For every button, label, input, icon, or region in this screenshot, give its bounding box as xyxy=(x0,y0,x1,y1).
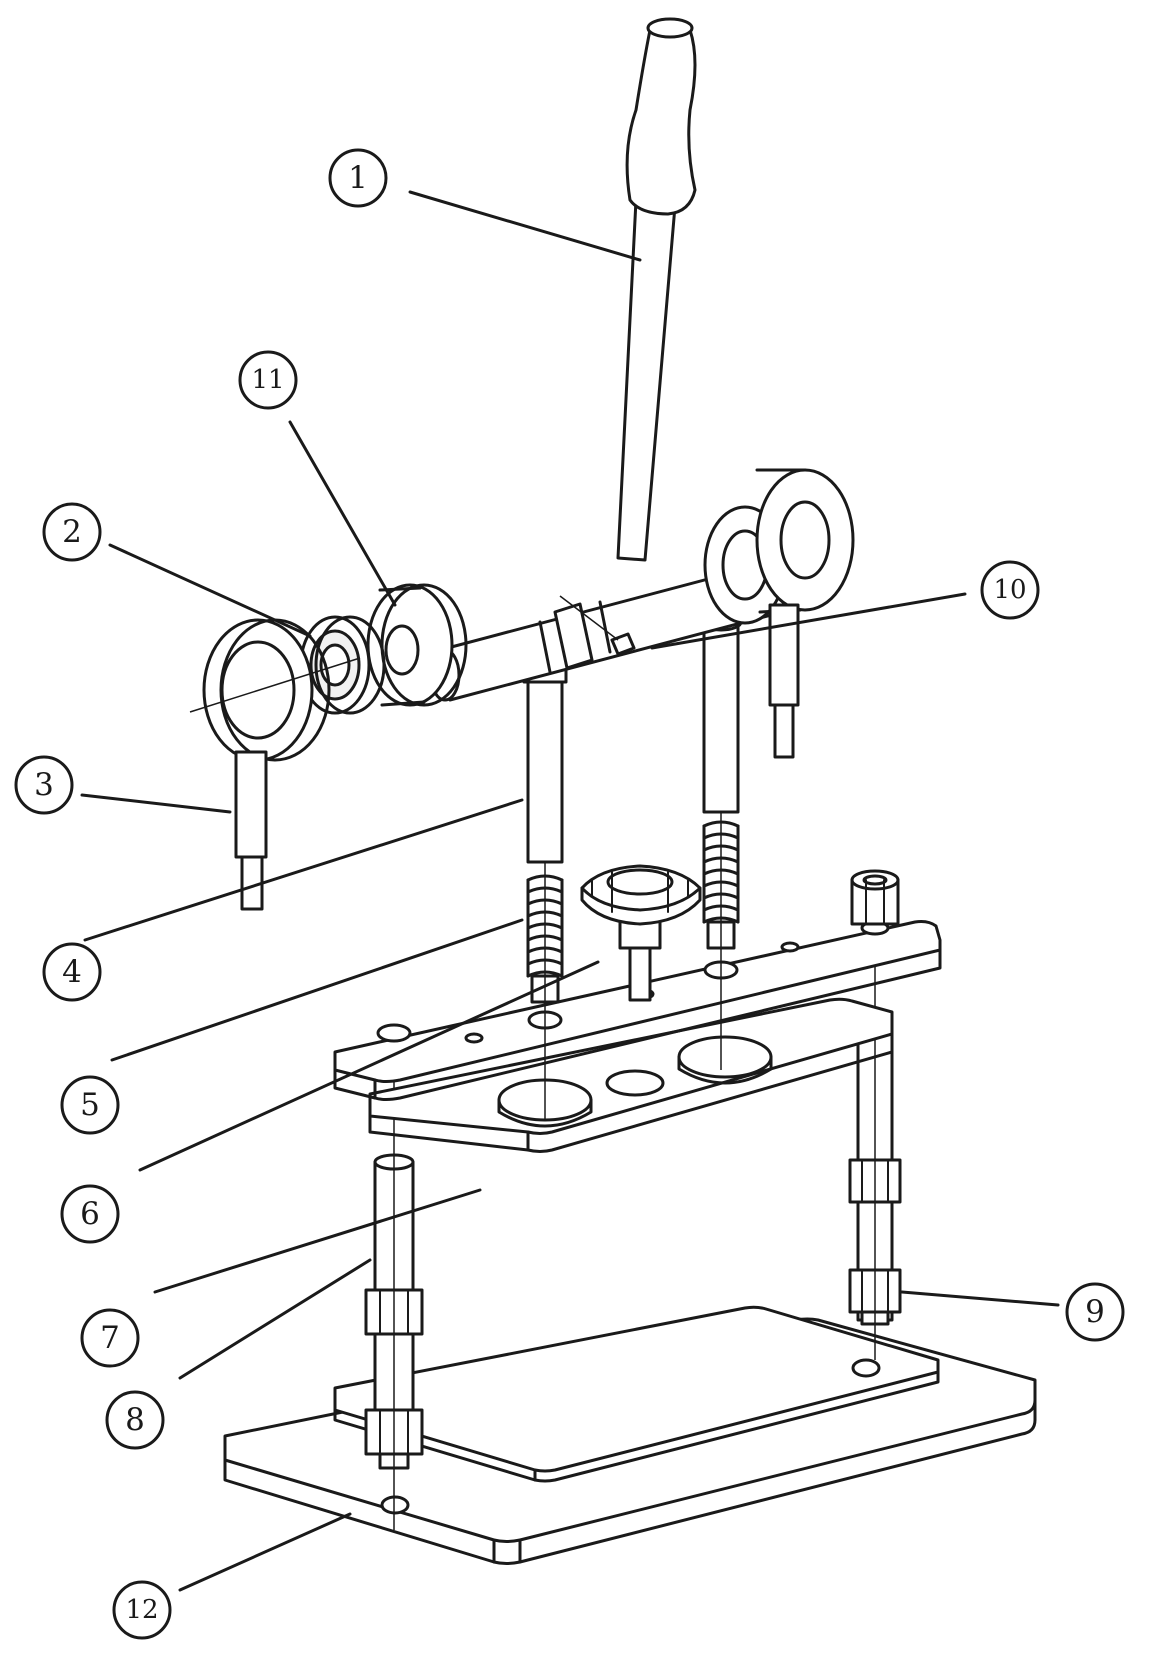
leader-9 xyxy=(900,1290,1060,1307)
leader-7 xyxy=(153,1188,482,1294)
base-plate xyxy=(223,1305,1037,1565)
callout-7: 7 xyxy=(80,1308,140,1368)
svg-text:5: 5 xyxy=(80,1087,100,1123)
leader-3 xyxy=(80,793,232,814)
svg-text:12: 12 xyxy=(125,1595,158,1625)
left-bearing-block xyxy=(189,618,361,762)
svg-text:1: 1 xyxy=(348,160,368,196)
ball-bearing xyxy=(299,615,386,715)
leader-6 xyxy=(138,960,600,1172)
right-guide-column xyxy=(848,930,902,1360)
handle-lever xyxy=(616,17,697,562)
leader-12 xyxy=(178,1512,352,1592)
svg-text:4: 4 xyxy=(62,954,82,990)
callout-10: 10 xyxy=(980,560,1040,620)
callout-4: 4 xyxy=(42,942,102,1002)
leader-1 xyxy=(408,190,642,262)
callout-1: 1 xyxy=(328,148,388,208)
leader-11 xyxy=(288,420,397,607)
svg-text:8: 8 xyxy=(125,1402,145,1438)
callout-5: 5 xyxy=(60,1075,120,1135)
callout-6: 6 xyxy=(60,1184,120,1244)
center-knob xyxy=(580,864,702,1002)
svg-text:6: 6 xyxy=(80,1196,100,1232)
leader-4 xyxy=(83,798,524,942)
leader-2 xyxy=(108,543,312,638)
right-punch-pin xyxy=(699,612,743,814)
leader-10 xyxy=(650,592,967,650)
callout-11: 11 xyxy=(238,350,298,410)
callout-12: 12 xyxy=(112,1580,172,1640)
right-bearing-assembly xyxy=(703,468,855,759)
leader-5 xyxy=(110,918,524,1062)
svg-text:11: 11 xyxy=(251,365,284,395)
callout-8: 8 xyxy=(105,1390,165,1450)
left-punch-pin xyxy=(522,658,568,864)
lower-press-plate xyxy=(368,997,894,1153)
svg-text:9: 9 xyxy=(1085,1294,1105,1330)
left-guide-column xyxy=(364,1040,424,1530)
svg-text:2: 2 xyxy=(62,514,82,550)
leader-8 xyxy=(178,1258,372,1380)
svg-text:10: 10 xyxy=(993,575,1026,605)
locking-screw xyxy=(559,595,636,656)
callout-3: 3 xyxy=(14,755,74,815)
svg-text:7: 7 xyxy=(100,1320,120,1356)
callout-9: 9 xyxy=(1065,1282,1125,1342)
leader-lines xyxy=(80,190,1060,1592)
callout-2: 2 xyxy=(42,502,102,562)
svg-text:3: 3 xyxy=(34,767,54,803)
left-support-arm xyxy=(234,750,268,911)
